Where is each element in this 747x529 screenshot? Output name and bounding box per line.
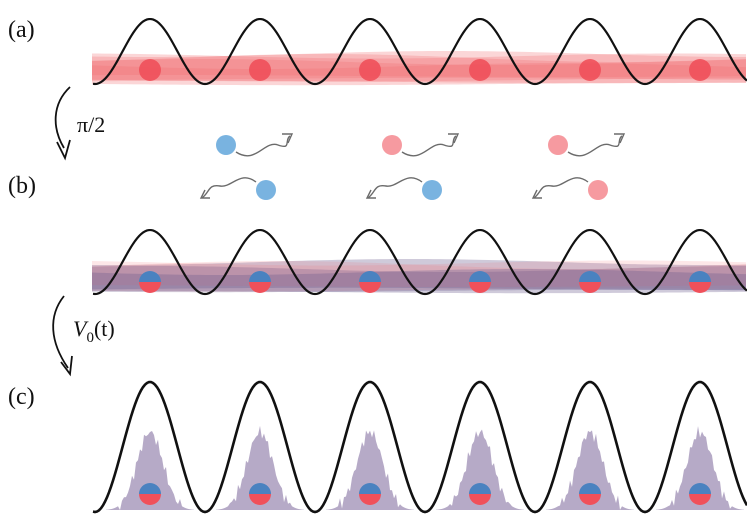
exchange-arrow-icon — [401, 135, 457, 157]
atom-blue-half — [689, 271, 711, 282]
two-color-atom — [579, 271, 601, 293]
atom-blue-half — [469, 271, 491, 282]
lattice-potential-c — [92, 380, 747, 514]
bottom-atom — [588, 180, 608, 200]
red-atom — [689, 59, 711, 81]
two-color-atom — [359, 483, 381, 505]
atom-red-half — [359, 282, 381, 293]
atom-blue-half — [139, 483, 161, 494]
red-atoms — [139, 59, 711, 81]
lattice-potential-a — [92, 17, 747, 86]
atom-red-half — [359, 494, 381, 505]
panel-b — [92, 228, 747, 296]
two-color-atom — [139, 271, 161, 293]
transition-pi-half: π/2 — [54, 86, 105, 161]
atom-red-half — [139, 282, 161, 293]
atom-red-half — [469, 282, 491, 293]
exchange-pair — [365, 133, 460, 200]
two-color-atom — [359, 271, 381, 293]
site-histogram — [546, 430, 634, 510]
two-color-atoms-c — [139, 483, 711, 505]
red-atom — [359, 59, 381, 81]
atom-red-half — [249, 282, 271, 293]
atom-blue-half — [359, 483, 381, 494]
exchange-pair — [531, 133, 626, 200]
arrow-head-icon — [531, 189, 542, 199]
two-color-atom — [469, 483, 491, 505]
panel-label-c: (c) — [8, 384, 35, 410]
arrow-head-icon — [56, 139, 71, 161]
atom-blue-half — [249, 271, 271, 282]
site-histogram — [326, 430, 414, 510]
exchange-arrow-icon — [201, 177, 257, 199]
exchange-arrow-icon — [235, 135, 291, 157]
top-atom — [382, 135, 402, 155]
atom-blue-half — [469, 483, 491, 494]
arrow-head-icon — [365, 189, 376, 199]
two-color-atom — [689, 483, 711, 505]
red-atom — [249, 59, 271, 81]
exchange-arrow-icon — [533, 177, 589, 199]
top-atom — [216, 135, 236, 155]
bottom-atom — [422, 180, 442, 200]
top-atom — [548, 135, 568, 155]
atom-red-half — [469, 494, 491, 505]
arrow-head-icon — [614, 133, 626, 144]
atom-blue-half — [689, 483, 711, 494]
red-atom — [579, 59, 601, 81]
v0-label-sub: 0 — [86, 330, 94, 346]
exchange-arrow-icon — [567, 135, 623, 157]
arrow-head-icon — [60, 355, 73, 377]
atom-blue-half — [359, 271, 381, 282]
lattice-potential-b — [92, 228, 747, 296]
v0-label: V0(t) — [73, 316, 115, 346]
arrow-head-icon — [199, 189, 210, 199]
site-histograms — [106, 425, 744, 510]
exchange-arrow-icon — [367, 177, 423, 199]
two-color-atom — [689, 271, 711, 293]
red-atom — [139, 59, 161, 81]
site-histogram — [106, 431, 194, 510]
atom-blue-half — [139, 271, 161, 282]
v0-label-tail: (t) — [94, 316, 115, 341]
atom-blue-half — [579, 483, 601, 494]
red-density-bands — [92, 51, 746, 86]
site-histogram — [216, 425, 304, 510]
purple-density-bands — [92, 259, 746, 294]
v0-label-main: V — [73, 316, 89, 341]
red-atom — [469, 59, 491, 81]
atom-red-half — [689, 282, 711, 293]
two-color-atom — [139, 483, 161, 505]
atom-red-half — [579, 494, 601, 505]
two-color-atom — [249, 483, 271, 505]
atom-red-half — [249, 494, 271, 505]
curved-arrow-icon — [52, 295, 69, 369]
pi-half-label: π/2 — [77, 112, 105, 137]
two-color-atom — [579, 483, 601, 505]
two-color-atom — [249, 271, 271, 293]
atom-red-half — [139, 494, 161, 505]
atom-red-half — [579, 282, 601, 293]
arrow-head-icon — [282, 133, 294, 144]
arrow-head-icon — [448, 133, 460, 144]
panel-c — [92, 380, 747, 514]
two-color-atoms-b — [139, 271, 711, 293]
site-histogram — [436, 429, 524, 510]
two-color-atom — [469, 271, 491, 293]
panel-a — [92, 17, 747, 86]
atom-blue-half — [579, 271, 601, 282]
panel-label-b: (b) — [8, 173, 36, 199]
site-histogram — [656, 426, 744, 510]
spin-exchange-pairs — [199, 133, 626, 200]
atom-red-half — [689, 494, 711, 505]
exchange-pair — [199, 133, 294, 200]
panel-label-a: (a) — [8, 17, 35, 43]
atom-blue-half — [249, 483, 271, 494]
curved-arrow-icon — [54, 86, 71, 149]
bottom-atom — [256, 180, 276, 200]
transition-v0: V0(t) — [52, 295, 115, 377]
